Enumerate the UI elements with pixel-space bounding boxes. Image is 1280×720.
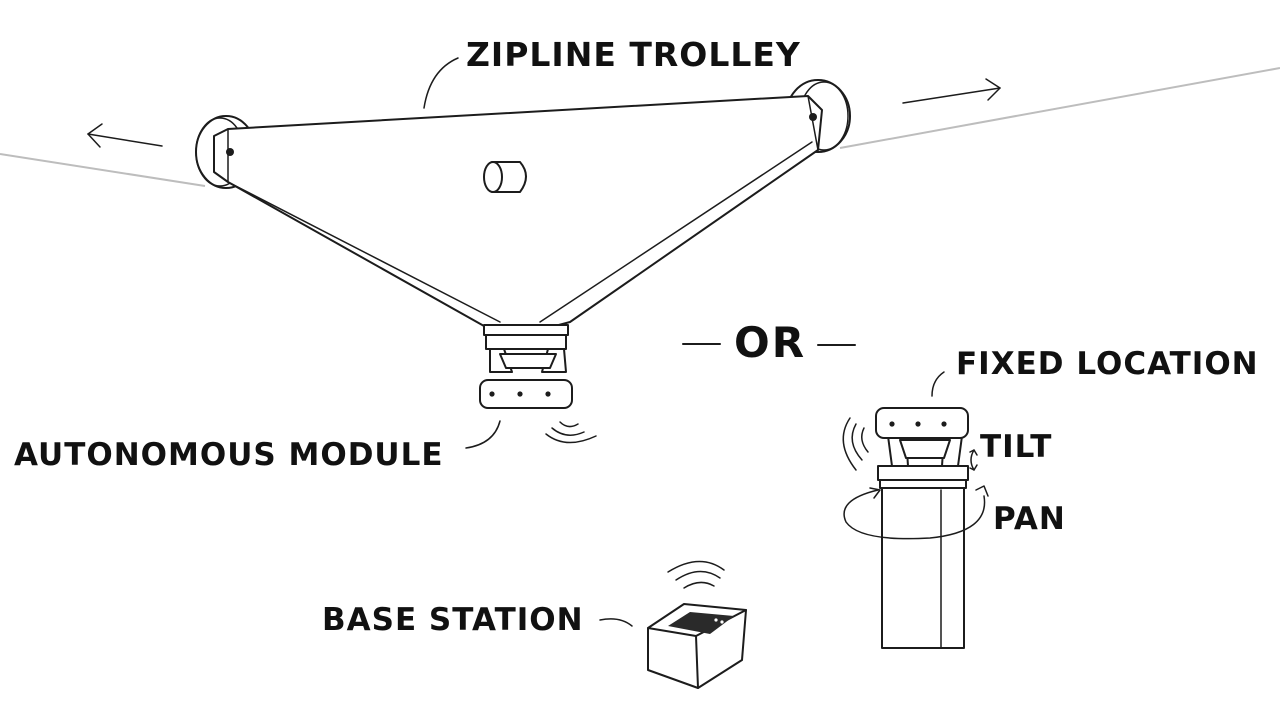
mount-plate <box>483 324 569 336</box>
pan-rotation-arrow-icon <box>843 485 989 540</box>
zipline-leader-line <box>423 57 459 109</box>
fixed-location-post <box>842 371 989 649</box>
base-station-signal-icon <box>667 560 725 589</box>
base-station-leader-line <box>599 618 633 627</box>
fixed-camera-body <box>875 407 969 439</box>
or-separator-lines <box>682 343 856 346</box>
autonomous-module-label: AUTONOMOUS MODULE <box>14 437 444 473</box>
pan-plate <box>879 479 967 489</box>
camera-body <box>479 379 573 409</box>
tilt-bracket <box>489 348 567 373</box>
tilt-label: TILT <box>980 429 1053 465</box>
or-label: OR <box>734 318 807 367</box>
left-motion-arrow <box>87 123 163 148</box>
zipline-trolley-label: ZIPLINE TROLLEY <box>466 35 801 74</box>
left-bolt <box>226 148 234 156</box>
autonomous-module <box>465 324 597 449</box>
zipline-cable <box>0 67 1280 187</box>
right-bolt <box>809 113 817 121</box>
fixed-signal-icon <box>842 417 869 471</box>
pan-label: PAN <box>993 501 1066 537</box>
post <box>881 487 965 649</box>
pan-base <box>877 465 969 481</box>
tilt-arrow-icon <box>969 449 978 471</box>
base-station <box>599 560 747 689</box>
trolley-pin <box>483 161 527 193</box>
zipline-trolley <box>195 79 851 331</box>
right-motion-arrow <box>902 78 1001 104</box>
fixed-location-leader-line <box>931 371 945 397</box>
trolley-frame <box>213 95 823 331</box>
base-station-screen <box>668 612 734 634</box>
pan-unit <box>485 334 567 350</box>
fixed-location-label: FIXED LOCATION <box>956 346 1259 382</box>
module-leader-line <box>465 420 501 449</box>
module-signal-icon <box>545 421 597 444</box>
tilt-bracket-fixed <box>887 435 963 467</box>
base-station-label: BASE STATION <box>322 602 584 638</box>
